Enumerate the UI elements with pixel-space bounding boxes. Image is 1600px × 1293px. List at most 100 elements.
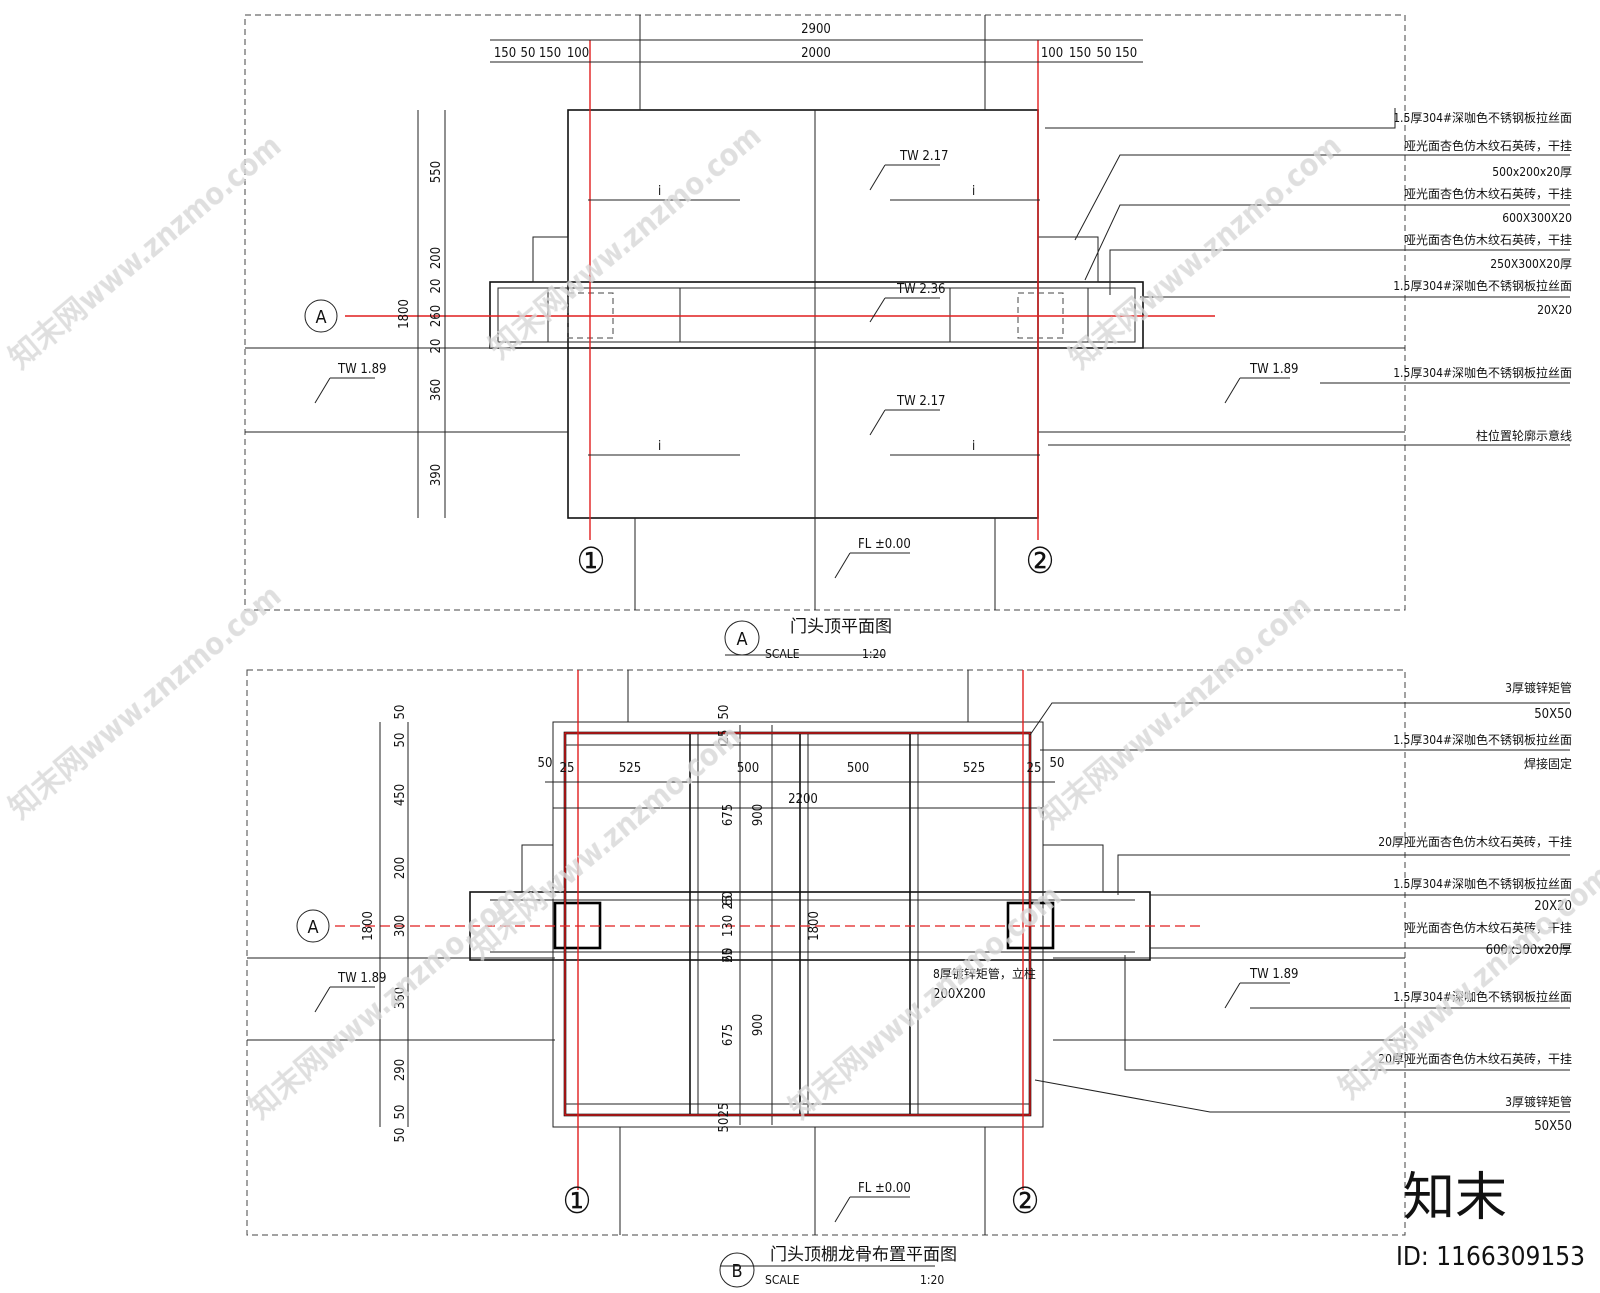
dim-text: 525	[963, 761, 985, 776]
note-text: 1.5厚304#深咖色不锈钢板拉丝面	[1393, 278, 1572, 293]
level-mark: TW 2.17	[896, 394, 945, 409]
dim-text: 25	[717, 1103, 732, 1118]
grid-bubble-2: ②	[1010, 1181, 1039, 1222]
plan-b-frame	[246, 669, 1406, 1236]
axis-bubble-a	[296, 909, 330, 943]
dim-text: 550	[429, 161, 444, 183]
roof-slab	[567, 109, 1039, 519]
watermark-text: 知末网www.znzmo.com	[1033, 589, 1319, 837]
dim-text: 300	[393, 915, 408, 937]
scale-label: SCALE	[765, 647, 800, 661]
watermark-text: 知末网www.znzmo.com	[1063, 129, 1349, 377]
level-mark: FL ±0.00	[858, 537, 911, 552]
dim-inner-top: 2000	[801, 46, 831, 61]
slope-mark: i	[658, 439, 661, 454]
column-note: 200X200	[933, 987, 986, 1002]
dim-text: 500	[847, 761, 869, 776]
dim-text: 50	[393, 705, 408, 720]
dim-text: 130	[721, 915, 736, 937]
dim-text: 50	[717, 705, 732, 720]
scale-value: 1:20	[862, 647, 886, 661]
dim-text: 20	[429, 279, 444, 294]
dim-text: 100	[567, 46, 589, 61]
note-text: 20厚哑光面杏色仿木纹石英砖，干挂	[1378, 834, 1572, 849]
axis-bubble-a	[304, 299, 338, 333]
level-mark: TW 1.89	[1249, 967, 1298, 982]
dim-text: 200	[393, 857, 408, 879]
note-text: 3厚镀锌矩管	[1505, 1094, 1572, 1109]
dim-text: 50	[1097, 46, 1112, 61]
dim-text: 1800	[807, 911, 822, 941]
dim-text: 25	[560, 761, 575, 776]
slope-mark: i	[658, 184, 661, 199]
dim-text: 150	[1069, 46, 1091, 61]
note-text: 哑光面杏色仿木纹石英砖，干挂	[1404, 186, 1572, 201]
plan-a: 2900 2000 150 50 150 100 100 150 50 150 …	[244, 14, 1572, 661]
dim-text: 25	[1027, 761, 1042, 776]
dim-text: 25	[721, 948, 736, 963]
slope-mark: i	[972, 439, 975, 454]
axis-label: A	[307, 917, 318, 938]
dim-text: 50	[393, 733, 408, 748]
level-mark: FL ±0.00	[858, 1181, 911, 1196]
level-mark: TW 1.89	[337, 362, 386, 377]
beam-outline	[489, 281, 1144, 349]
note-text: 哑光面杏色仿木纹石英砖，干挂	[1404, 232, 1572, 247]
grid-bubble-1: ①	[562, 1181, 591, 1222]
dim-text: 390	[429, 464, 444, 486]
note-text: 600X300X20	[1502, 211, 1572, 225]
dim-text: 900	[751, 1014, 766, 1036]
dim-text: 525	[619, 761, 641, 776]
note-text: 1.5厚304#深咖色不锈钢板拉丝面	[1393, 876, 1572, 891]
column-note: 8厚镀锌矩管，立柱	[933, 966, 1036, 981]
dim-total-left: 1800	[361, 911, 376, 941]
watermark-logo: 知末	[1403, 1168, 1507, 1228]
dim-total-top: 2200	[788, 792, 818, 807]
note-text: 1.5厚304#深咖色不锈钢板拉丝面	[1393, 732, 1572, 747]
dim-total-top: 2900	[801, 22, 831, 37]
note-text: 哑光面杏色仿木纹石英砖，干挂	[1404, 920, 1572, 935]
dim-text: 150	[494, 46, 516, 61]
note-text: 柱位置轮廓示意线	[1476, 428, 1572, 443]
watermark-text: 知末网www.znzmo.com	[463, 719, 749, 967]
dim-text: 50	[538, 756, 553, 771]
axis-label: A	[315, 307, 326, 328]
note-text: 3厚镀锌矩管	[1505, 680, 1572, 695]
level-mark: TW 1.89	[1249, 362, 1298, 377]
watermark-text: 知末网www.znzmo.com	[243, 879, 529, 1127]
dim-text: 200	[429, 247, 444, 269]
dim-text: 50	[1050, 756, 1065, 771]
roof-outline	[552, 721, 1044, 1128]
title-bubble	[719, 1252, 755, 1288]
dim-text: 100	[1041, 46, 1063, 61]
dim-text: 50	[521, 46, 536, 61]
watermark-id: ID: 1166309153	[1396, 1242, 1585, 1272]
slope-mark: i	[972, 184, 975, 199]
grid-bubble-1: ①	[576, 541, 605, 582]
note-text: 1.5厚304#深咖色不锈钢板拉丝面	[1393, 365, 1572, 380]
beam-inner	[497, 287, 1136, 343]
scale-label: SCALE	[765, 1273, 800, 1287]
plan-b: 50 25 525 500 500 525 25 50 2200 1800 50…	[246, 669, 1572, 1288]
dim-text: 60	[721, 891, 736, 906]
grid-bubble-2: ②	[1025, 541, 1054, 582]
level-mark: TW 2.36	[896, 282, 945, 297]
note-text: 哑光面杏色仿木纹石英砖，干挂	[1404, 138, 1572, 153]
level-mark: TW 2.17	[899, 149, 948, 164]
dim-text: 25	[721, 895, 736, 910]
note-text: 1.5厚304#深咖色不锈钢板拉丝面	[1393, 989, 1572, 1004]
plan-a-frame	[244, 14, 1406, 611]
steel-frame	[563, 731, 1032, 1117]
dim-text: 260	[429, 305, 444, 327]
dim-text: 900	[751, 804, 766, 826]
dim-text: 360	[429, 379, 444, 401]
title-symbol: B	[731, 1261, 742, 1282]
note-text: 500x200x20厚	[1492, 165, 1572, 179]
note-text: 20X20	[1534, 899, 1572, 914]
dim-text: 50	[393, 1128, 408, 1143]
scale-value: 1:20	[920, 1273, 944, 1287]
plan-title: 门头顶棚龙骨布置平面图	[770, 1245, 957, 1265]
dim-text: 150	[539, 46, 561, 61]
dim-text: 675	[721, 804, 736, 826]
